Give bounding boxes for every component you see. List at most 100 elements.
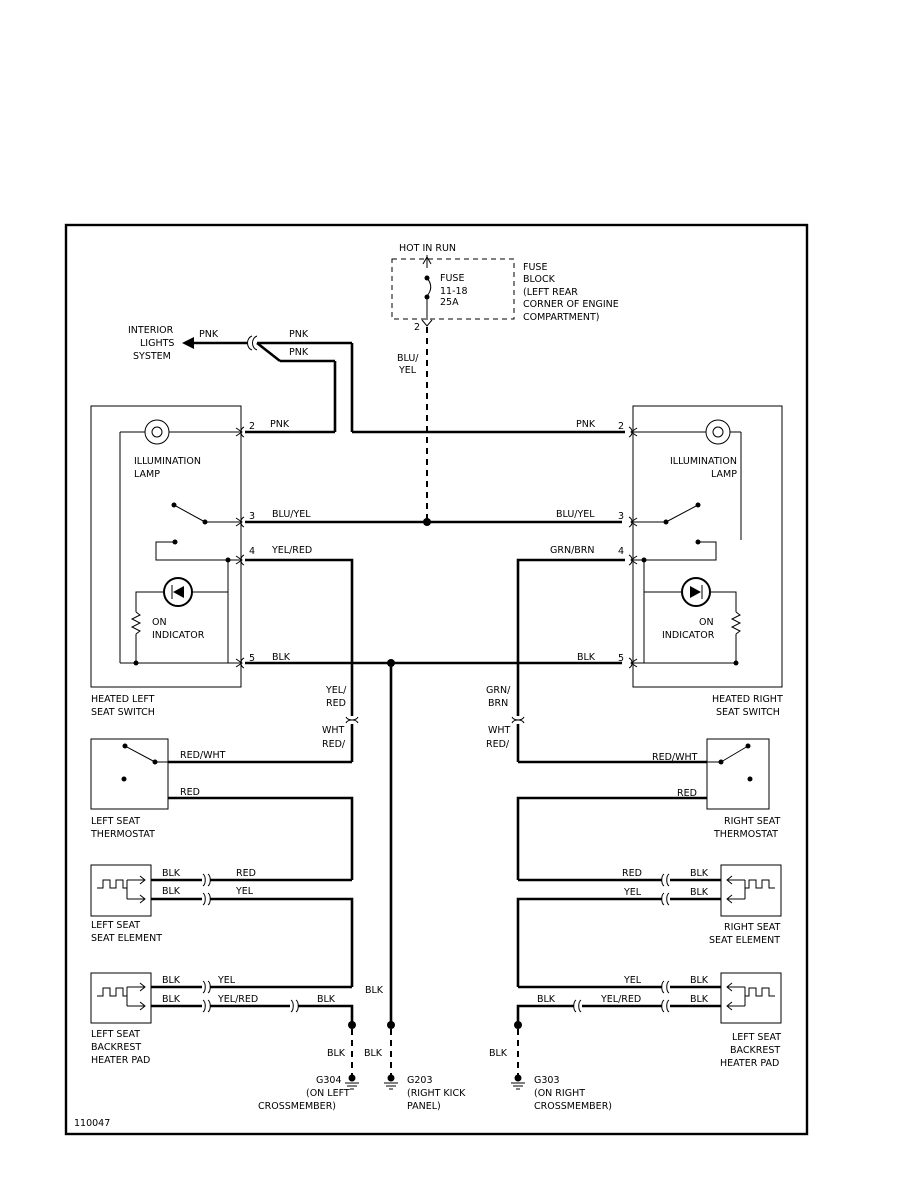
connector-icon (247, 335, 253, 351)
right-pin-4: 4 (618, 546, 624, 557)
left-element-pin-1: BLK (162, 868, 181, 879)
right-grn-brn-wire (516, 558, 625, 716)
left-thermostat-outline (90, 738, 169, 810)
g304-location-1: (ON LEFT (306, 1088, 350, 1099)
interior-lights: INTERIOR LIGHTS SYSTEM PNK PNK PNK (128, 325, 354, 432)
feed-wire-label-1: BLU/ (397, 353, 419, 364)
ground-icon (345, 1082, 359, 1090)
left-element-yel-wire (210, 897, 354, 987)
left-switch-name-2: SEAT SWITCH (91, 707, 155, 718)
g303-wire-label: BLK (489, 1048, 508, 1059)
right-element-yel-wire (516, 897, 662, 987)
left-backrest-pin-1: BLK (162, 975, 181, 986)
fuse-block-label-2: BLOCK (523, 274, 556, 285)
left-backrest-name-1: LEFT SEAT (91, 1029, 140, 1040)
left-switch-name-1: HEATED LEFT (91, 694, 155, 705)
interior-lights-label-3: SYSTEM (133, 351, 171, 362)
right-thermostat-name-1: RIGHT SEAT (724, 816, 781, 827)
left-pin-3: 3 (249, 511, 255, 522)
right-seat-switch: ILLUMINATION LAMP ON INDICATOR 2 3 4 5 H… (618, 405, 783, 718)
right-switch-outline (632, 405, 783, 688)
arrow-left-icon (182, 337, 194, 349)
right-pin-5: 5 (618, 653, 624, 664)
right-lamp-label-2: LAMP (711, 469, 737, 480)
right-element-yel-label: YEL (623, 887, 642, 898)
right-element-name-2: SEAT ELEMENT (709, 935, 780, 946)
right-backrest-pin-2: BLK (690, 994, 709, 1005)
right-indicator-label-2: INDICATOR (662, 630, 715, 641)
left-element-red-label: RED (236, 868, 256, 879)
left-pin-5: 5 (249, 653, 255, 664)
left-element-pin-2: BLK (162, 886, 181, 897)
left-blu-yel-label: BLU/YEL (272, 509, 311, 520)
left-seat-switch: ILLUMINATION LAMP ON INDICATOR 2 3 4 5 H… (90, 405, 255, 718)
left-pnk-wire-label: PNK (270, 419, 290, 430)
right-down-wire-label-1: GRN/ (486, 685, 511, 696)
feed-wire-label-2: YEL (398, 365, 417, 376)
left-yel-red-label: YEL/RED (271, 545, 312, 556)
fuse-icon (426, 277, 432, 297)
right-switch-name-2: SEAT SWITCH (716, 707, 780, 718)
fuse-pin-connector-icon (421, 319, 433, 327)
right-element-pin-2: BLK (690, 887, 709, 898)
g303-location-2: CROSSMEMBER) (534, 1101, 612, 1112)
left-backrest-blk-wire (298, 1004, 354, 1025)
right-down-wire-label-2: BRN (488, 698, 508, 709)
diagram-frame (64, 223, 809, 1136)
g304-label: G304 (316, 1075, 342, 1086)
fuse-rating: 25A (440, 297, 459, 308)
fuse-block-label-5: COMPARTMENT) (523, 312, 599, 323)
fuse-block-label-4: CORNER OF ENGINE (523, 299, 619, 310)
right-element-outline (720, 864, 782, 917)
g203-location-1: (RIGHT KICK (407, 1088, 466, 1099)
right-seat-thermostat: RIGHT SEAT THERMOSTAT (706, 738, 781, 840)
left-red-wht-label: RED/WHT (180, 750, 226, 761)
g303-location-1: (ON RIGHT (534, 1088, 585, 1099)
right-backrest-name-3: HEATER PAD (720, 1058, 779, 1069)
right-pin-3: 3 (618, 511, 624, 522)
right-blk-label: BLK (577, 652, 596, 663)
right-connector-wire-label-2: RED/ (486, 739, 510, 750)
left-backrest-name-3: HEATER PAD (91, 1055, 150, 1066)
ground-icon (511, 1082, 525, 1090)
blu-yel-splice (423, 518, 431, 526)
left-thermostat-name-1: LEFT SEAT (91, 816, 140, 827)
figure-id: 110047 (74, 1118, 110, 1129)
interior-lights-label-2: LIGHTS (140, 338, 174, 349)
right-element-red-label: RED (622, 868, 642, 879)
left-thermostat-name-2: THERMOSTAT (90, 829, 155, 840)
left-indicator-label-2: INDICATOR (152, 630, 205, 641)
left-pin-4: 4 (249, 546, 255, 557)
right-backrest-name-2: BACKREST (730, 1045, 780, 1056)
right-connector-wire-label-1: WHT (488, 725, 511, 736)
fuse-label: FUSE (440, 273, 464, 284)
right-backrest-blk-wire (516, 1004, 574, 1025)
right-thermostat-name-2: THERMOSTAT (713, 829, 778, 840)
left-backrest-yel-label: YEL (217, 975, 236, 986)
left-seat-element: LEFT SEAT SEAT ELEMENT (90, 864, 162, 944)
left-illumination-lamp-icon (144, 419, 170, 445)
right-thermostat-contact-icon (720, 745, 749, 763)
g203-label: G203 (407, 1075, 433, 1086)
g203-wire-label: BLK (365, 985, 384, 996)
fuse-number: 11-18 (440, 286, 468, 297)
left-element-name-1: LEFT SEAT (91, 920, 140, 931)
fuse-block-outline (391, 258, 515, 320)
left-pin-2: 2 (249, 421, 255, 432)
left-connector-wire-label-1: WHT (322, 725, 345, 736)
fuse-pin-number: 2 (414, 322, 420, 333)
right-backrest-pin-1: BLK (690, 975, 709, 986)
left-seat-thermostat: LEFT SEAT THERMOSTAT (90, 738, 169, 840)
left-lamp-label-1: ILLUMINATION (134, 456, 201, 467)
g303-label: G303 (534, 1075, 560, 1086)
right-element-name-1: RIGHT SEAT (724, 922, 781, 933)
left-red-wire (168, 796, 354, 880)
g304-wire-label: BLK (327, 1048, 346, 1059)
left-down-wire-label-2: RED (326, 698, 346, 709)
left-element-yel-label: YEL (235, 886, 254, 897)
right-backrest-heater-pad: LEFT SEAT BACKREST HEATER PAD (720, 972, 782, 1069)
left-switch-outline (90, 405, 242, 688)
left-resistor-icon (130, 611, 142, 635)
fuse-block: HOT IN RUN FUSE 11-18 25A FUSE BLOCK (LE… (391, 243, 619, 333)
right-red-label: RED (677, 788, 697, 799)
